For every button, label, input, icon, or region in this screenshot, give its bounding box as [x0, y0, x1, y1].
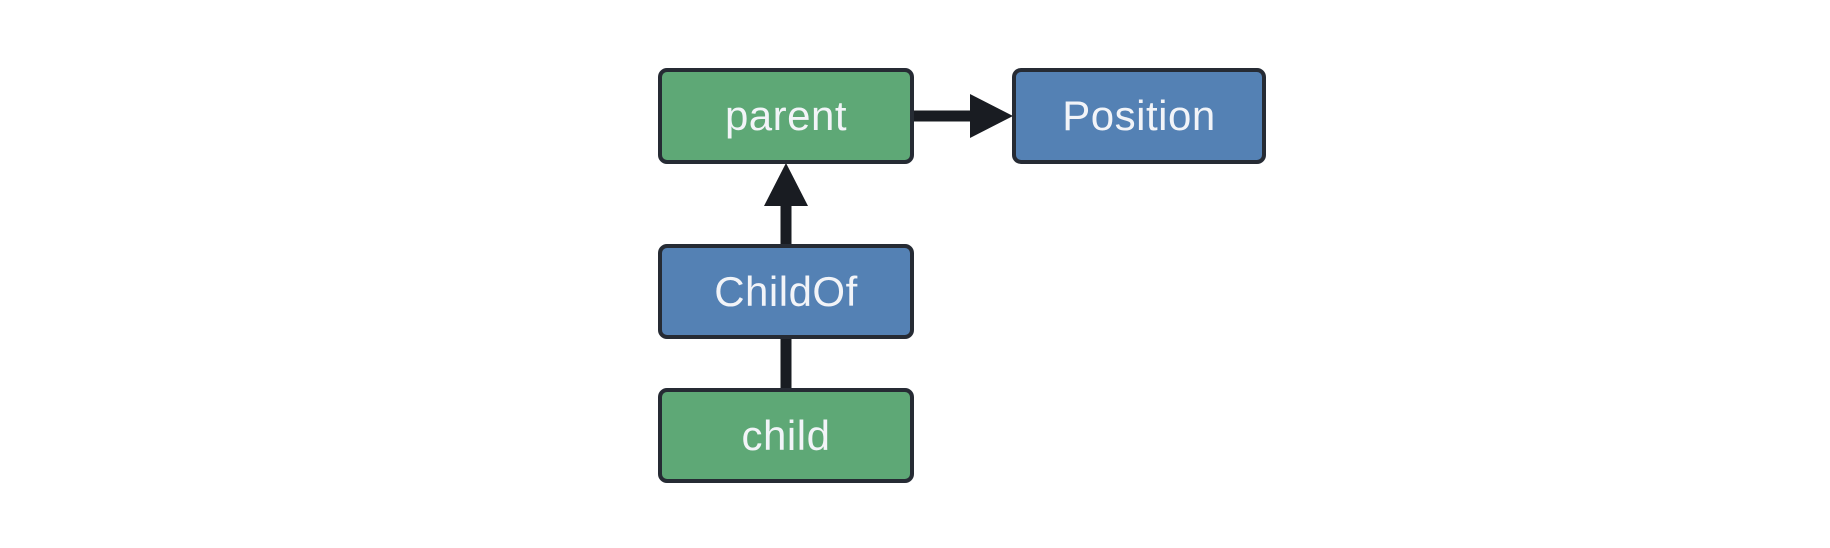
edge-childof-to-parent-arrow — [764, 163, 808, 246]
edge-parent-to-position-arrow — [912, 94, 1013, 138]
node-parent: parent — [658, 68, 914, 164]
node-child: child — [658, 388, 914, 483]
node-position: Position — [1012, 68, 1266, 164]
node-parent-label: parent — [724, 92, 848, 139]
node-position-label: Position — [1062, 92, 1216, 139]
edge-child-to-childof-line — [780, 337, 792, 390]
node-child-label: child — [741, 411, 831, 459]
node-childof: ChildOf — [658, 244, 914, 339]
node-childof-label: ChildOf — [714, 267, 858, 315]
